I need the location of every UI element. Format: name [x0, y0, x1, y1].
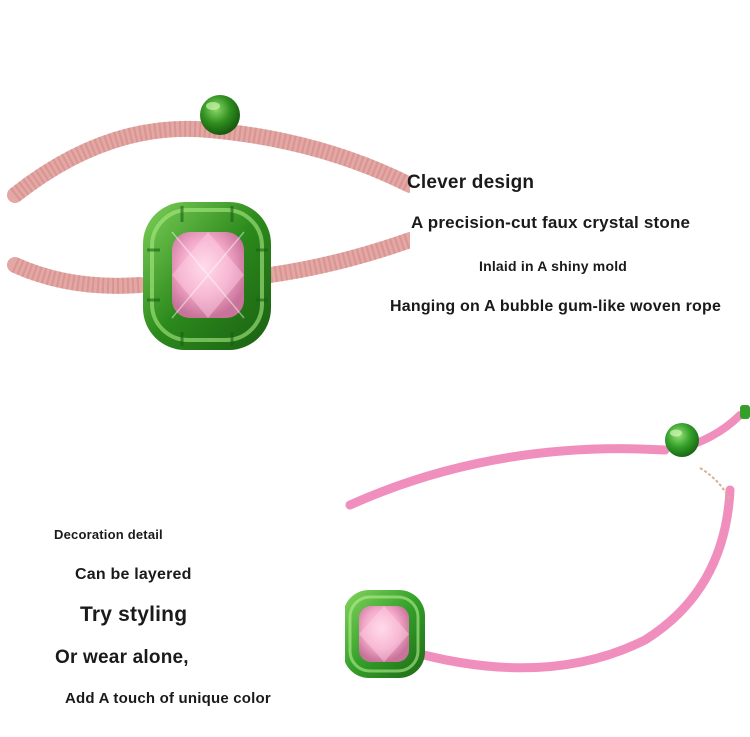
tip-try-styling: Try styling	[80, 603, 188, 626]
feature-crystal-stone: A precision-cut faux crystal stone	[411, 213, 691, 232]
tip-wear-alone: Or wear alone,	[55, 647, 189, 668]
slider-bead	[665, 423, 699, 457]
slider-bead	[200, 95, 240, 135]
pink-cord	[345, 444, 670, 510]
tip-layered: Can be layered	[75, 566, 192, 583]
product-image-top	[0, 60, 418, 360]
heading-clever-design: Clever design	[407, 172, 535, 193]
bracelet-illustration-top	[7, 95, 418, 350]
necklace-illustration-bottom	[343, 405, 750, 678]
heading-decoration-detail: Decoration detail	[54, 527, 163, 542]
product-image-bottom	[343, 400, 750, 700]
pink-crystal	[172, 232, 244, 318]
feature-shiny-mold: Inlaid in A shiny mold	[479, 258, 628, 274]
pink-crystal	[359, 606, 409, 662]
feature-woven-rope: Hanging on A bubble gum-like woven rope	[390, 298, 722, 315]
tip-unique-color: Add A touch of unique color	[65, 690, 271, 707]
